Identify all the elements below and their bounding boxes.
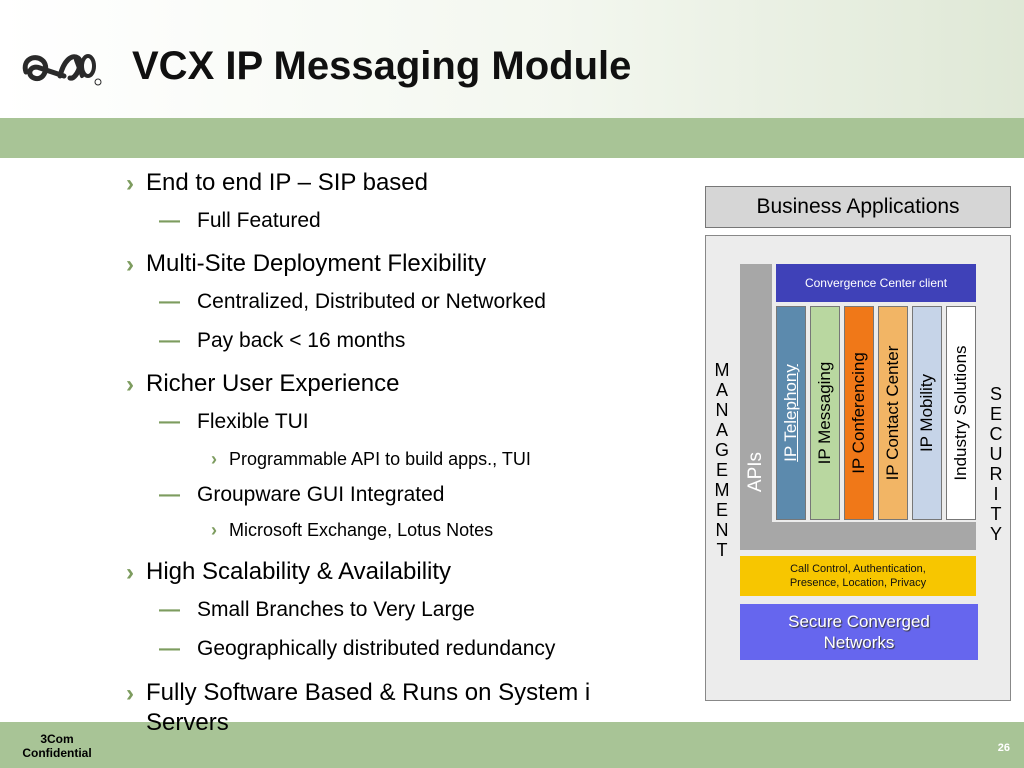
bullet-marker: — [159,598,180,621]
bullet-level1: › High Scalability & Availability [126,558,452,586]
bullet-marker: › [126,170,134,197]
bullet-level2: — Pay back < 16 months [159,329,406,353]
bullet-text: Full Featured [197,209,321,232]
bullet-level3: › Programmable API to build apps., TUI [211,449,531,470]
bullet-level1: › Multi-Site Deployment Flexibility [126,250,487,278]
apis-label: APIs [745,451,766,493]
apis-layer-horizontal [740,522,976,550]
column-ip-conferencing: IP Conferencing [844,306,874,520]
page-number: 26 [997,742,1010,754]
bullet-level2: — Flexible TUI [159,410,309,434]
bullet-text: Microsoft Exchange, Lotus Notes [229,520,494,540]
bullet-text: Programmable API to build apps., TUI [229,449,531,469]
bullet-text: Geographically distributed redundancy [197,637,556,660]
bullet-level1: › End to end IP – SIP based [126,169,428,197]
bullet-marker: › [211,449,217,469]
bullet-text: Richer User Experience [146,370,400,397]
bullet-marker: — [159,483,180,506]
bullet-level2: — Geographically distributed redundancy [159,637,556,661]
column-industry-solutions: Industry Solutions [946,306,976,520]
bullet-level3: › Microsoft Exchange, Lotus Notes [211,520,494,541]
apis-layer-vertical [740,264,772,550]
business-applications-box: Business Applications [705,186,1011,228]
bullet-text: High Scalability & Availability [146,558,452,585]
bullet-marker: › [126,680,134,707]
company-logo [20,46,102,95]
column-ip-messaging: IP Messaging [810,306,840,520]
footer-green-band [0,722,1024,768]
bullet-level1: › Fully Software Based & Runs on System … [126,678,591,738]
column-ip-mobility: IP Mobility [912,306,942,520]
bullet-text: Centralized, Distributed or Networked [197,290,546,313]
bullet-marker: — [159,209,180,232]
bullet-text: Flexible TUI [197,410,309,433]
bullet-marker: — [159,637,180,660]
bullet-marker: › [126,371,134,398]
bullet-text: Pay back < 16 months [197,329,406,352]
column-ip-telephony: IP Telephony [776,306,806,520]
bullet-text-line1: Fully Software Based & Runs on System i [146,679,591,706]
bullet-level1: › Richer User Experience [126,370,400,398]
bullet-level2: — Small Branches to Very Large [159,598,475,622]
bullet-marker: — [159,410,180,433]
bullet-level2: — Centralized, Distributed or Networked [159,290,546,314]
call-control-box: Call Control, Authentication,Presence, L… [740,556,976,596]
footer-confidential: 3Com Confidential [22,732,92,760]
slide-title: VCX IP Messaging Module [132,44,632,88]
column-ip-contact-center: IP Contact Center [878,306,908,520]
bullet-text: Small Branches to Very Large [197,598,475,621]
header-background [0,0,1024,118]
bullet-marker: › [126,251,134,278]
bullet-marker: › [211,520,217,540]
bullet-marker: — [159,290,180,313]
convergence-center-client-box: Convergence Center client [776,264,976,302]
bullet-text: Multi-Site Deployment Flexibility [146,250,487,277]
header-green-band [0,118,1024,158]
bullet-marker: › [126,559,134,586]
bullet-text: Groupware GUI Integrated [197,483,445,506]
bullet-level2: — Groupware GUI Integrated [159,483,445,507]
bullet-marker: — [159,329,180,352]
bullet-text: End to end IP – SIP based [146,169,428,196]
bullet-level2: — Full Featured [159,209,321,233]
bullet-text-line2: Servers [146,709,229,736]
